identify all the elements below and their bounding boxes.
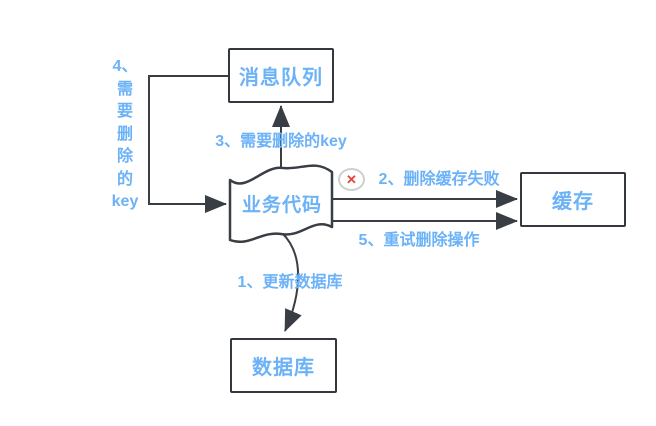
edge-label-update-db: 1、更新数据库 <box>237 274 343 291</box>
edge-key-from-mq-arrow <box>148 75 228 213</box>
node-message-queue: 消息队列 <box>228 48 334 103</box>
edge-label-retry-delete: 5、重试删除操作 <box>358 232 480 249</box>
error-icon-glyph: ✕ <box>346 172 357 187</box>
edge-label-send-key-to-mq: 3、需要删除的key <box>215 133 347 150</box>
node-cache: 缓存 <box>520 172 626 227</box>
edge-update-db-arrow <box>281 232 302 332</box>
node-message-queue-label: 消息队列 <box>239 67 323 89</box>
node-business-code: 业务代码 <box>232 175 332 231</box>
node-business-code-shape <box>228 164 334 243</box>
node-database-label: 数据库 <box>252 357 315 379</box>
node-cache-label: 缓存 <box>552 191 594 213</box>
edge-label-key-from-mq: 4、 需 要 删 除 的 key <box>111 58 139 210</box>
node-business-code-label: 业务代码 <box>241 194 322 216</box>
error-icon: ✕ <box>338 168 365 191</box>
edge-label-delete-cache-fail: 2、删除缓存失败 <box>378 171 500 188</box>
node-database: 数据库 <box>230 338 337 393</box>
